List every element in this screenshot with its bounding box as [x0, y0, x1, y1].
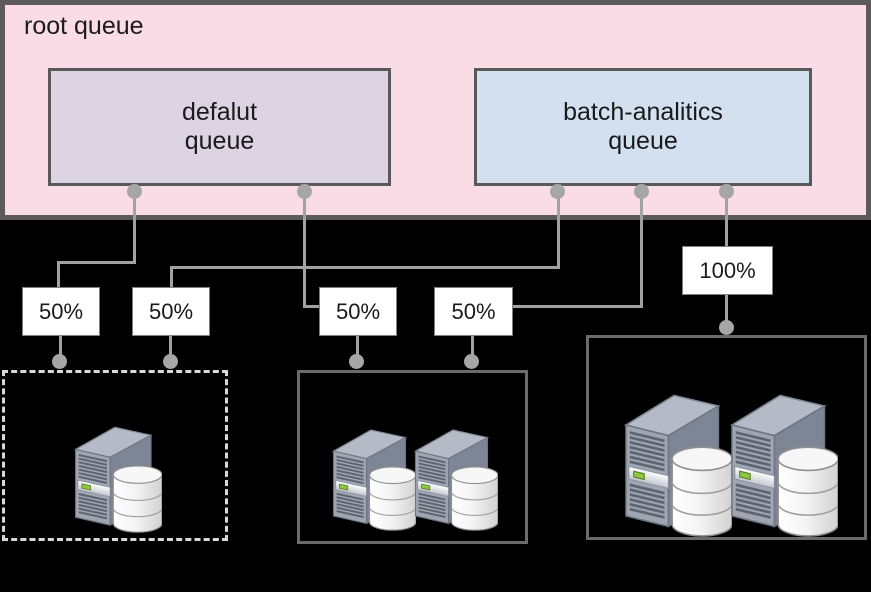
connector-line: [557, 192, 560, 269]
connector-dot: [127, 184, 142, 199]
default-queue-label-line2: queue: [184, 127, 255, 155]
server-database-icon: [625, 394, 732, 537]
default-queue-box: defalut queue: [48, 68, 391, 186]
connector-line: [57, 261, 136, 264]
connector-line: [169, 335, 172, 364]
capacity-label-3: 50%: [319, 287, 397, 336]
node-group-right: [586, 335, 867, 540]
connector-dot: [719, 320, 734, 335]
batch-queue-label-line1: batch-analitics: [563, 98, 723, 126]
connector-dot: [634, 184, 649, 199]
connector-dot: [349, 354, 364, 369]
server-database-icon: [332, 429, 416, 531]
capacity-label-2: 50%: [132, 287, 210, 336]
connector-line: [57, 261, 60, 289]
connector-line: [170, 266, 173, 289]
batch-queue-label-line2: queue: [608, 127, 678, 155]
connector-dot: [719, 184, 734, 199]
capacity-value: 50%: [38, 298, 84, 324]
connector-dot: [550, 184, 565, 199]
root-queue-label: root queue: [24, 12, 144, 40]
connector-line: [133, 192, 136, 263]
server-database-icon: [731, 394, 838, 537]
capacity-value: 50%: [148, 298, 194, 324]
connector-line: [356, 335, 359, 364]
connector-line: [725, 192, 728, 248]
connector-dot: [297, 184, 312, 199]
capacity-value: 50%: [335, 298, 381, 324]
server-database-icon: [74, 426, 162, 533]
connector-line: [471, 335, 474, 364]
capacity-value: 100%: [699, 257, 756, 283]
capacity-label-4: 50%: [434, 287, 513, 336]
connector-line: [725, 294, 728, 330]
connector-line: [59, 335, 62, 364]
connector-dot: [52, 354, 67, 369]
server-database-icon: [414, 429, 498, 531]
connector-dot: [464, 354, 479, 369]
connector-line: [640, 192, 643, 308]
connector-dot: [163, 354, 178, 369]
capacity-label-1: 50%: [22, 287, 100, 336]
connector-line: [512, 305, 643, 308]
node-group-shared: [2, 370, 228, 541]
batch-analitics-queue-box: batch-analitics queue: [474, 68, 812, 186]
connector-line: [170, 266, 560, 269]
capacity-label-5: 100%: [682, 246, 773, 295]
capacity-value: 50%: [451, 298, 496, 324]
default-queue-label-line1: defalut: [181, 98, 258, 126]
connector-line: [303, 305, 322, 308]
node-group-middle: [297, 370, 528, 544]
connector-line: [303, 192, 306, 308]
